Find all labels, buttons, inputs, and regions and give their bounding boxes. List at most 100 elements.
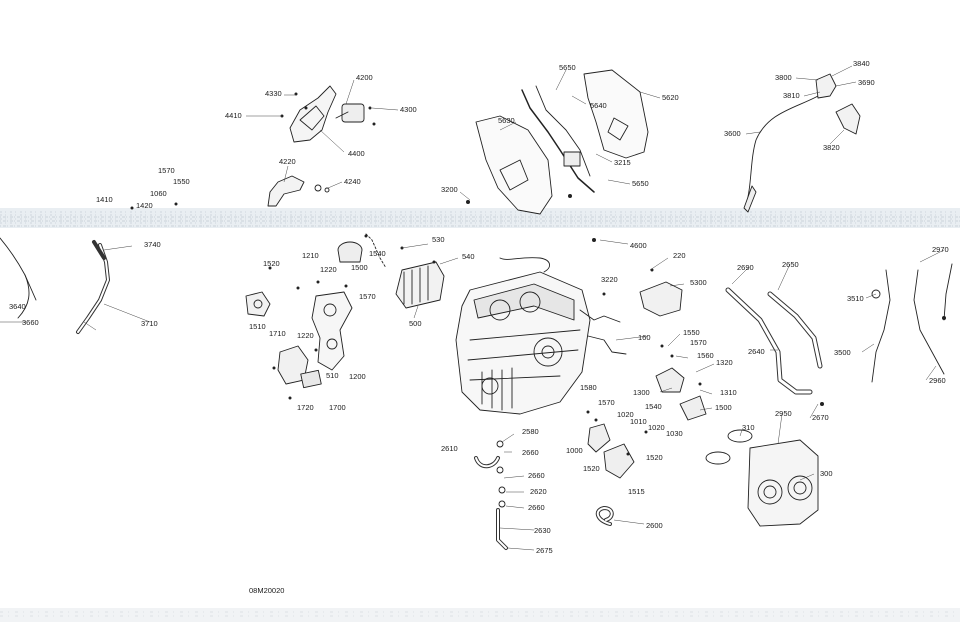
part-number-label: 1320 bbox=[716, 358, 733, 367]
part-number-label: 1030 bbox=[666, 429, 683, 438]
part-number-label: 530 bbox=[432, 235, 445, 244]
part-number-label: 3220 bbox=[601, 275, 618, 284]
part-number-label: 1060 bbox=[150, 189, 167, 198]
part-number-label: 4410 bbox=[225, 111, 242, 120]
part-number-label: 4200 bbox=[356, 73, 373, 82]
part-number-label: 1720 bbox=[297, 403, 314, 412]
part-number-label: 1300 bbox=[633, 388, 650, 397]
part-number-label: 2600 bbox=[646, 521, 663, 530]
hardware-fasteners bbox=[130, 92, 946, 456]
part-number-label: 2675 bbox=[536, 546, 553, 555]
part-number-label: 5640 bbox=[590, 101, 607, 110]
part-number-label: 4600 bbox=[630, 241, 647, 250]
part-number-label: 2690 bbox=[737, 263, 754, 272]
part-number-label: 1020 bbox=[648, 423, 665, 432]
bracket-1200 bbox=[311, 291, 353, 371]
bracket-4400 bbox=[289, 85, 337, 143]
part-number-label: 1710 bbox=[269, 329, 286, 338]
part-number-label: 1410 bbox=[96, 195, 113, 204]
part-number-label: 1500 bbox=[715, 403, 732, 412]
part-number-label: 2580 bbox=[522, 427, 539, 436]
part-number-label: 3640 bbox=[9, 302, 26, 311]
part-number-label: 3810 bbox=[783, 91, 800, 100]
part-number-label: 4300 bbox=[400, 105, 417, 114]
part-number-labels: 4200433043004410440042204240565056405620… bbox=[9, 59, 949, 555]
part-number-label: 2630 bbox=[534, 526, 551, 535]
part-number-label: 160 bbox=[638, 333, 651, 342]
part-number-label: 3600 bbox=[724, 129, 741, 138]
part-number-label: 4240 bbox=[344, 177, 361, 186]
diagram-reference-code: 08M20020 bbox=[249, 586, 285, 595]
part-number-label: 310 bbox=[742, 423, 755, 432]
cable-3500 bbox=[871, 269, 891, 383]
part-number-label: 1420 bbox=[136, 201, 153, 210]
part-number-label: 510 bbox=[326, 371, 339, 380]
leader-lines bbox=[0, 65, 945, 551]
part-number-label: 2660 bbox=[522, 448, 539, 457]
part-number-label: 1000 bbox=[566, 446, 583, 455]
part-number-label: 1220 bbox=[320, 265, 337, 274]
shield-5630 bbox=[475, 115, 553, 215]
cable-160 bbox=[587, 335, 627, 355]
part-number-label: 3800 bbox=[775, 73, 792, 82]
hose-2640 bbox=[725, 287, 813, 395]
part-number-label: 1570 bbox=[598, 398, 615, 407]
shield-5620 bbox=[583, 69, 649, 159]
part-number-label: 540 bbox=[462, 252, 475, 261]
part-number-label: 2960 bbox=[929, 376, 946, 385]
bracket-1515 bbox=[603, 443, 635, 479]
part-number-label: 5650 bbox=[632, 179, 649, 188]
scan-noise-band bbox=[0, 208, 960, 622]
part-number-label: 2670 bbox=[812, 413, 829, 422]
part-number-label: 1010 bbox=[630, 417, 647, 426]
part-number-label: 300 bbox=[820, 469, 833, 478]
part-number-label: 3690 bbox=[858, 78, 875, 87]
part-number-label: 5300 bbox=[690, 278, 707, 287]
part-number-label: 2650 bbox=[782, 260, 799, 269]
part-number-label: 1310 bbox=[720, 388, 737, 397]
part-number-label: 4220 bbox=[279, 157, 296, 166]
part-number-label: 4400 bbox=[348, 149, 365, 158]
part-number-label: 1570 bbox=[359, 292, 376, 301]
part-number-label: 3200 bbox=[441, 185, 458, 194]
engine-block bbox=[455, 257, 591, 415]
part-number-label: 1220 bbox=[297, 331, 314, 340]
part-number-label: 3500 bbox=[834, 348, 851, 357]
part-number-label: 3740 bbox=[144, 240, 161, 249]
part-number-label: 2950 bbox=[775, 409, 792, 418]
part-number-label: 2970 bbox=[932, 245, 949, 254]
part-number-label: 1510 bbox=[249, 322, 266, 331]
bracket-1000 bbox=[587, 423, 611, 453]
cover-5300 bbox=[639, 281, 683, 317]
part-number-label: 1560 bbox=[697, 351, 714, 360]
part-number-label: 1020 bbox=[617, 410, 634, 419]
cable-3600 bbox=[745, 95, 819, 206]
bracket-1300 bbox=[655, 367, 685, 393]
part-number-label: 3710 bbox=[141, 319, 158, 328]
part-number-label: 2620 bbox=[530, 487, 547, 496]
part-number-label: 1200 bbox=[349, 372, 366, 381]
part-number-label: 3820 bbox=[823, 143, 840, 152]
part-number-label: 500 bbox=[409, 319, 422, 328]
part-number-label: 3840 bbox=[853, 59, 870, 68]
part-number-label: 1210 bbox=[302, 251, 319, 260]
part-number-label: 2660 bbox=[528, 471, 545, 480]
part-number-label: 1550 bbox=[683, 328, 700, 337]
part-number-label: 2610 bbox=[441, 444, 458, 453]
clamp-310 bbox=[727, 429, 753, 443]
part-number-label: 5620 bbox=[662, 93, 679, 102]
cable-2960 bbox=[913, 269, 945, 375]
part-number-label: 1700 bbox=[329, 403, 346, 412]
part-number-label: 1520 bbox=[263, 259, 280, 268]
part-number-label: 5630 bbox=[498, 116, 515, 125]
lever-4220 bbox=[267, 175, 305, 207]
part-number-label: 1540 bbox=[369, 249, 386, 258]
part-number-label: 3510 bbox=[847, 294, 864, 303]
part-number-label: 1520 bbox=[583, 464, 600, 473]
part-number-label: 220 bbox=[673, 251, 686, 260]
plate-1510 bbox=[245, 291, 271, 317]
part-number-label: 1570 bbox=[690, 338, 707, 347]
part-number-label: 5650 bbox=[559, 63, 576, 72]
part-number-label: 2640 bbox=[748, 347, 765, 356]
throttle-body-300 bbox=[747, 439, 819, 527]
